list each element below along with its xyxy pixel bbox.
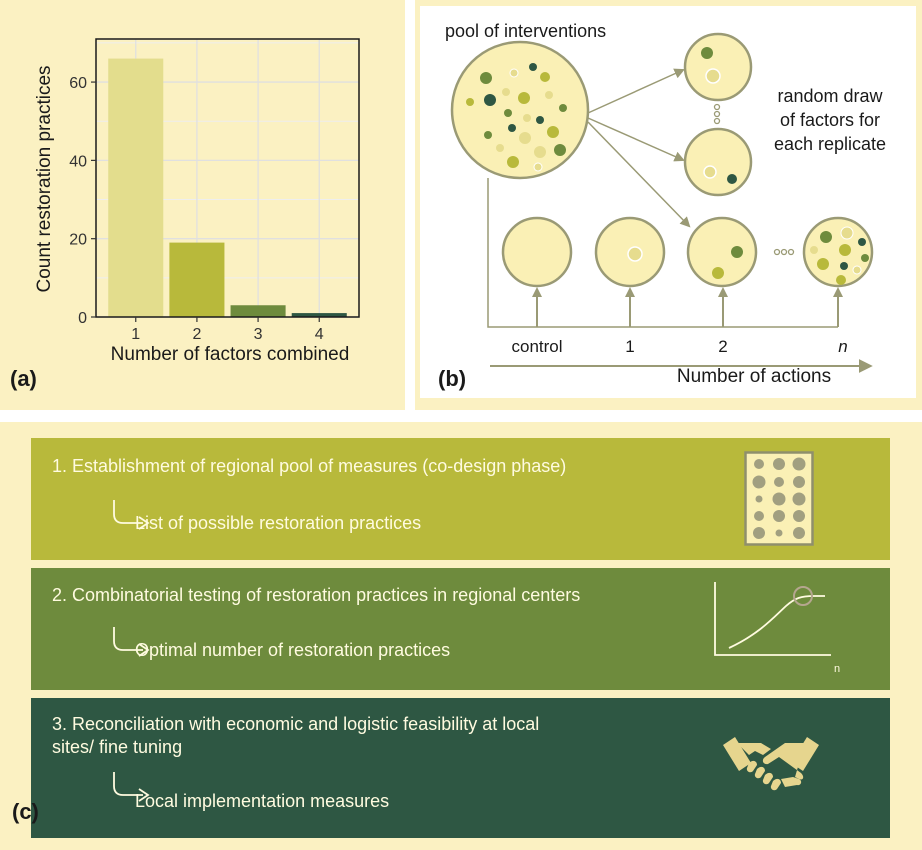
ellipsis-vertical <box>713 103 721 125</box>
step-3-box: 3. Reconciliation with economic and logi… <box>31 698 890 838</box>
axis-tick-control: control <box>511 337 562 356</box>
pool-label: pool of interventions <box>445 21 606 41</box>
panel-b-label: (b) <box>438 366 467 391</box>
x-tick-label: 3 <box>254 326 263 343</box>
panel-c-label: (c) <box>12 799 39 824</box>
actions-axis-label: Number of actions <box>677 366 831 387</box>
step-3-result: Local implementation measures <box>135 791 390 811</box>
random-draw-line-1: random draw <box>777 86 883 106</box>
y-tick-label: 60 <box>69 75 87 92</box>
y-tick-label: 0 <box>78 310 87 327</box>
step-1-title: 1. Establishment of regional pool of mea… <box>52 456 567 476</box>
y-axis-label: Count restoration practices <box>34 65 55 292</box>
handshake-icon <box>723 737 819 791</box>
x-tick-label: 1 <box>131 326 140 343</box>
bar-4 <box>291 313 347 317</box>
chart-bars <box>108 58 347 318</box>
x-ticks: 1 2 3 4 <box>131 317 324 343</box>
replicate-circle-1 <box>683 32 753 102</box>
step-2-result: Optimal number of restoration practices <box>135 640 451 660</box>
y-ticks: 0 20 40 60 <box>69 75 96 327</box>
random-draw-line-2: of factors for <box>780 110 880 130</box>
axis-tick-2: 2 <box>718 337 727 356</box>
bar-chart: 0 20 40 60 1 2 3 4 Count restoration practices… <box>34 38 360 365</box>
axis-tick-1: 1 <box>625 337 634 356</box>
bar-3 <box>230 305 286 317</box>
treatment-circle-1 <box>594 216 666 288</box>
x-axis-label: Number of factors combined <box>111 344 350 365</box>
measures-grid-icon <box>744 451 814 546</box>
hook-arrow-icon <box>113 500 150 530</box>
replicate-circle-2 <box>683 127 753 197</box>
step-3-title-line-2: sites/ fine tuning <box>52 737 183 757</box>
y-tick-label: 20 <box>69 232 87 249</box>
random-draw-label: random draw of factors for each replicat… <box>774 86 886 154</box>
step-3-title-line-1: 3. Reconciliation with economic and logi… <box>52 714 540 734</box>
y-tick-label: 40 <box>69 153 87 170</box>
step-1-result: List of possible restoration practices <box>135 513 422 533</box>
treatment-circle-2 <box>686 216 758 288</box>
step-2-box: 2. Combinatorial testing of restoration … <box>31 568 890 690</box>
random-draw-line-3: each replicate <box>774 134 886 154</box>
curve-axis-label: n <box>834 663 840 675</box>
sampling-schema: pool of interventions <box>445 21 886 387</box>
treatment-circle-n <box>802 216 874 288</box>
plot-frame <box>95 38 360 318</box>
draw-arrows <box>487 68 843 328</box>
hook-arrow-icon <box>113 627 150 657</box>
panel-a-background <box>0 0 405 410</box>
x-tick-label: 4 <box>315 326 324 343</box>
bar-1 <box>108 58 164 318</box>
actions-axis: control 1 2 n Number of actions <box>490 337 873 387</box>
panel-a-label: (a) <box>10 366 37 391</box>
x-tick-label: 2 <box>192 326 201 343</box>
ellipsis-horizontal <box>773 248 795 256</box>
hook-arrow-icon <box>113 772 150 802</box>
pool-circle <box>450 40 590 180</box>
bar-2 <box>169 242 225 317</box>
axis-tick-n: n <box>838 337 847 356</box>
treatment-circle-control <box>501 216 573 288</box>
step-2-title: 2. Combinatorial testing of restoration … <box>52 585 581 605</box>
saturation-curve-icon: n <box>714 582 840 675</box>
step-1-box: 1. Establishment of regional pool of mea… <box>31 438 890 560</box>
